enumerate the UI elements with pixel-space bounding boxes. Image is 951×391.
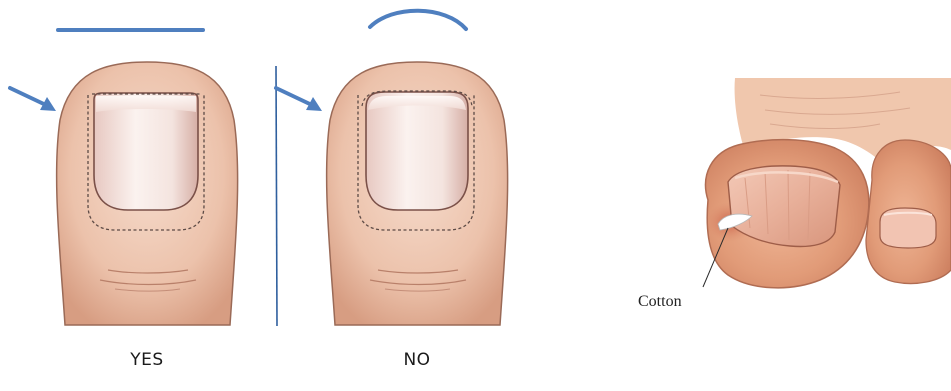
toe-yes xyxy=(57,62,238,325)
curved-line-indicator xyxy=(370,11,466,29)
nail-yes xyxy=(94,93,198,210)
cotton-label: Cotton xyxy=(638,293,682,311)
caption-no: NO xyxy=(403,350,430,370)
nail-no xyxy=(366,92,468,210)
caption-yes: YES xyxy=(130,350,163,370)
arrow-no xyxy=(276,88,322,111)
toe-no xyxy=(327,62,508,325)
foot-illustration xyxy=(703,78,951,288)
arrow-yes xyxy=(10,88,56,111)
panel-divider xyxy=(276,66,277,326)
